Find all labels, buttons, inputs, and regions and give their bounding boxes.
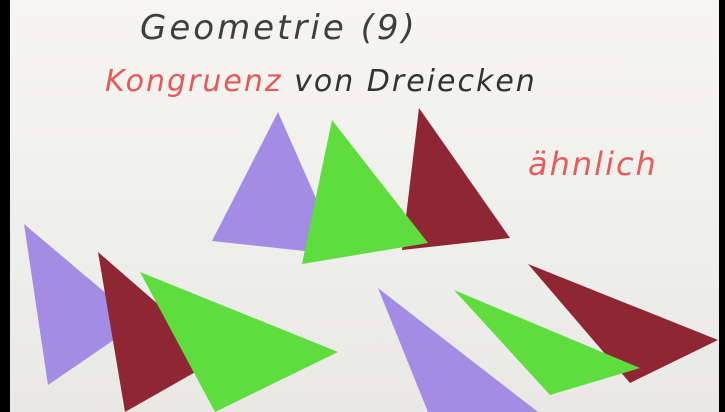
right-purple-triangle (378, 288, 538, 412)
right-green-triangle (454, 290, 640, 395)
paper-triangles (24, 108, 718, 412)
subtitle-highlight: Kongruenz (105, 64, 283, 99)
whiteboard: Geometrie (9) Kongruenz von Dreiecken äh… (10, 0, 719, 412)
top-green-triangle (302, 120, 428, 264)
top-dark-red-triangle (402, 108, 510, 250)
top-purple-triangle (212, 112, 341, 255)
left-purple-triangle (24, 224, 140, 385)
similar-label: ähnlich (528, 145, 658, 183)
right-dark-red-triangle (528, 264, 718, 383)
left-dark-red-triangle (98, 252, 220, 412)
page-title: Geometrie (9) (140, 8, 418, 48)
subtitle-rest: von Dreiecken (282, 64, 537, 99)
left-green-triangle (140, 272, 338, 412)
page-subtitle: Kongruenz von Dreiecken (105, 64, 537, 99)
